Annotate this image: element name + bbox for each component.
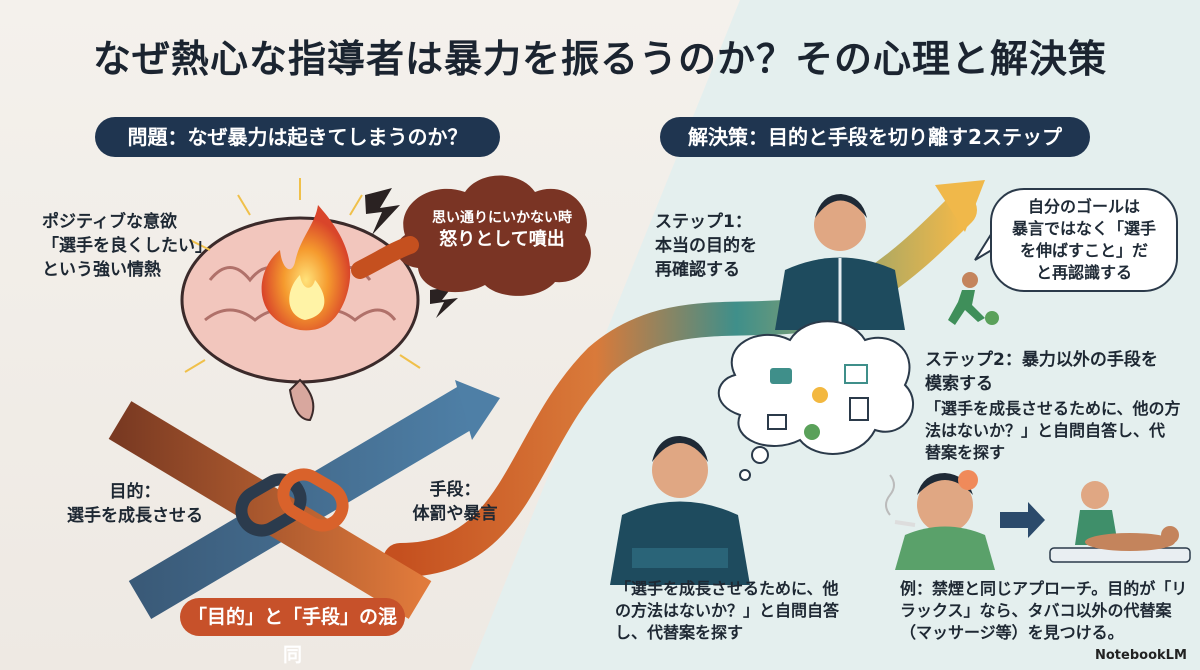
step1-label: ステップ1： 本当の目的を 再確認する [655,212,757,280]
solution-heading: 解決策：目的と手段を切り離す2ステップ [660,117,1090,157]
thought-cloud-icon [717,320,915,481]
to-massage-arrow [1000,502,1045,538]
smoker-icon [885,470,995,570]
motivation-label: ポジティブな意欲 「選手を良くしたい」 という強い情熱 [42,212,212,280]
step2-title: ステップ2：暴力以外の手段を 模索する [925,350,1158,394]
runner-icon [948,272,999,325]
flame-icon [261,205,351,331]
lightning-icon [365,188,400,235]
means-arrow [108,401,432,619]
anger-cloud-text: 思い通りにいかない時 怒りとして噴出 [432,210,572,250]
notebooklm-logo: NotebookLM [1095,648,1187,663]
flow-arrow-head [935,180,985,232]
goal-arrow-head [455,380,500,440]
example-note: 例：禁煙と同じアプローチ。目的が「リ ラックス」なら、タバコ以外の代替案 （マッ… [900,579,1188,642]
step1-speech-bubble: 自分のゴールは 暴言ではなく「選手 を伸ばすこと」だ と再認識する [990,188,1178,292]
confusion-badge: 「目的」と「手段」の混同 [180,598,405,666]
step2-description: 「選手を成長させるために、他の方 法はないか？」と自問自答し、代 替案を探す [925,399,1181,462]
means-label: 手段： 体罰や暴言 [412,480,498,524]
anger-burst [351,236,419,279]
page-title: なぜ熱心な指導者は暴力を振るうのか？その心理と解決策 [92,37,1107,81]
self-question-quote: 「選手を成長させるために、他 の方法はないか？」と自問自答 し、代替案を探す [615,579,840,642]
goal-label: 目的： 選手を成長させる [67,482,203,526]
coach-icon-2 [610,436,750,585]
anger-cloud [396,175,591,296]
chain-link-icon [235,468,349,537]
massage-icon [1049,481,1191,563]
lightning-icon-2 [430,287,458,318]
problem-heading: 問題：なぜ暴力は起きてしまうのか？ [95,117,500,157]
coach-icon [775,194,905,330]
